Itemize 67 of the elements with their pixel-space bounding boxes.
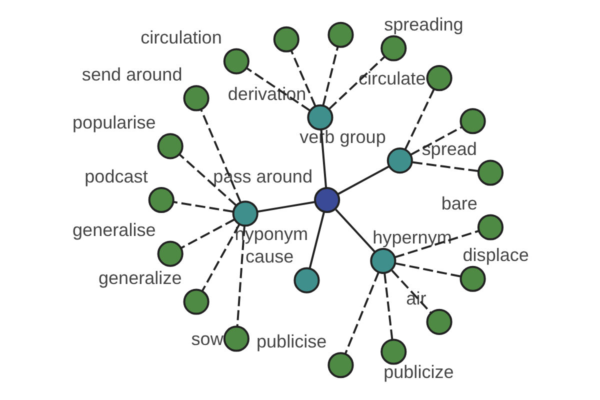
node-label: spreading	[384, 14, 463, 35]
node-label: sow	[190, 329, 223, 350]
node-label: hypernym	[372, 227, 452, 248]
connector	[383, 273, 393, 340]
node-label: bare	[440, 194, 477, 214]
connector	[200, 224, 240, 292]
connector	[200, 109, 241, 203]
node-label: derivation	[227, 84, 306, 104]
node-label: circulate	[358, 68, 426, 89]
node-label: send around	[81, 64, 182, 85]
node-circle	[222, 48, 249, 74]
node-circle	[182, 85, 209, 112]
connector	[394, 230, 479, 258]
connector	[322, 46, 338, 106]
connector	[410, 126, 462, 156]
node-circle	[148, 186, 174, 214]
node-circle	[314, 186, 340, 214]
connector	[172, 200, 233, 213]
node-circle	[476, 214, 504, 240]
node-circle	[327, 22, 354, 48]
connector	[178, 154, 236, 206]
node-label: displace	[462, 245, 528, 266]
node-label: popularise	[72, 112, 156, 133]
node-circle	[386, 148, 412, 174]
node-label: circulation	[140, 28, 222, 48]
connector	[320, 130, 327, 188]
connector	[236, 226, 245, 326]
node-circle	[232, 200, 258, 227]
node-label: publicize	[383, 362, 454, 382]
node-circle	[459, 108, 486, 134]
node-label: pass around	[212, 166, 312, 186]
node-circle	[182, 288, 209, 315]
connector	[390, 270, 431, 314]
node-label: podcast	[84, 166, 148, 186]
node-label: generalize	[98, 268, 182, 288]
node-label: hyponym	[234, 224, 308, 244]
node-label: cause	[245, 246, 294, 267]
node-circle	[426, 65, 452, 92]
node-circle	[327, 352, 354, 378]
node-circle	[156, 133, 183, 160]
connector	[336, 166, 389, 196]
node-circle	[293, 267, 320, 294]
node-circle	[306, 104, 333, 130]
connector	[246, 67, 310, 112]
node-label: spread	[421, 139, 476, 160]
connector	[344, 272, 380, 354]
node-circle	[459, 266, 486, 292]
connector	[180, 218, 234, 249]
connector	[290, 50, 316, 106]
connector	[256, 201, 315, 213]
node-circle	[426, 308, 452, 335]
connector	[404, 89, 434, 150]
node-circle	[370, 248, 396, 274]
node-label: publicise	[256, 331, 326, 352]
connector	[334, 208, 375, 252]
node-circle	[380, 35, 406, 62]
node-circle	[476, 160, 504, 186]
node-label: air	[406, 288, 426, 308]
node-circle	[222, 326, 249, 352]
node-label: generalise	[72, 220, 156, 240]
node-circle	[272, 26, 299, 52]
node-circle	[380, 338, 406, 365]
connector	[394, 262, 460, 278]
connector	[328, 56, 385, 110]
node-circle	[156, 240, 183, 267]
connector	[412, 161, 478, 172]
connector	[308, 212, 325, 269]
